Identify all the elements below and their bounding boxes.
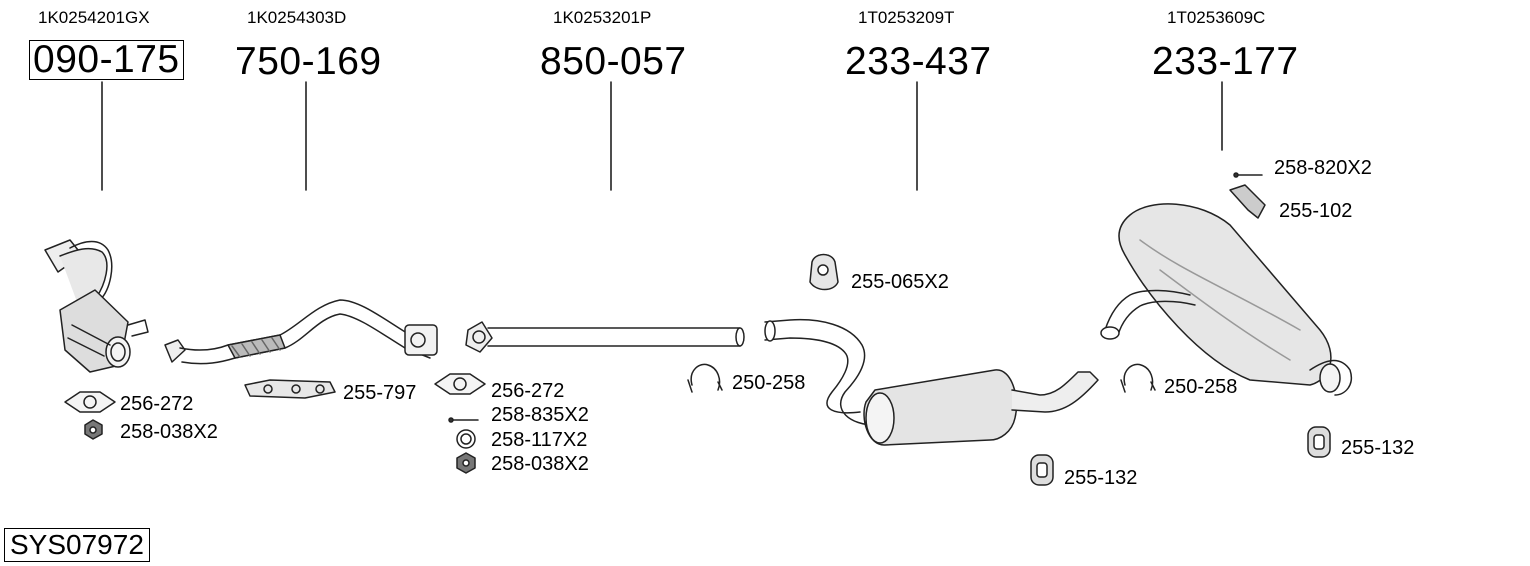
part-number-2[interactable]: 750-169 [235, 40, 382, 83]
oem-code-5: 1T0253609C [1167, 8, 1266, 27]
heat-shield-icon [244, 379, 336, 399]
part-number-4[interactable]: 233-437 [845, 40, 992, 83]
rubber-hanger-icon-2 [1307, 426, 1331, 458]
acc-label-2: 258-038X2 [120, 421, 218, 443]
acc-label-1: 256-272 [120, 393, 194, 415]
clamp-icon [687, 363, 723, 393]
catalytic-converter-icon [44, 239, 149, 373]
oem-code-4: 1T0253209T [858, 8, 955, 27]
rubber-mount-icon [809, 253, 839, 291]
middle-pipe-icon [465, 321, 745, 353]
part-number-5[interactable]: 233-177 [1152, 40, 1299, 83]
acc-label-3: 255-797 [343, 382, 417, 404]
acc-label-8: 250-258 [732, 372, 806, 394]
center-silencer-icon [764, 318, 1099, 446]
bracket-icon [1229, 184, 1266, 219]
front-pipe-icon [164, 299, 438, 365]
system-code: SYS07972 [4, 528, 150, 562]
acc-label-12: 258-820X2 [1274, 157, 1372, 179]
acc-label-4: 256-272 [491, 380, 565, 402]
gasket-icon-2 [434, 373, 486, 395]
oem-code-1: 1K0254201GX [38, 8, 150, 27]
leader-lines [101, 81, 1223, 191]
acc-label-6: 258-117X2 [491, 429, 588, 451]
clamp-icon-2 [1120, 363, 1156, 393]
bolt-icon [448, 417, 479, 423]
rear-silencer-icon [1100, 203, 1352, 396]
acc-label-5: 258-835X2 [491, 404, 589, 426]
rubber-hanger-icon [1030, 454, 1054, 486]
part-number-3[interactable]: 850-057 [540, 40, 687, 83]
part-number-1[interactable]: 090-175 [29, 40, 184, 80]
acc-label-10: 255-132 [1064, 467, 1138, 489]
acc-label-7: 258-038X2 [491, 453, 589, 475]
gasket-icon [64, 391, 116, 413]
bolt-icon-2 [1233, 172, 1263, 178]
acc-label-13: 255-102 [1279, 200, 1353, 222]
oem-code-2: 1K0254303D [247, 8, 347, 27]
acc-label-11: 250-258 [1164, 376, 1238, 398]
acc-label-14: 255-132 [1341, 437, 1415, 459]
oem-code-3: 1K0253201P [553, 8, 652, 27]
nut-icon [84, 419, 103, 440]
acc-label-9: 255-065X2 [851, 271, 949, 293]
ring-icon [456, 429, 476, 449]
nut-icon-2 [456, 452, 476, 474]
